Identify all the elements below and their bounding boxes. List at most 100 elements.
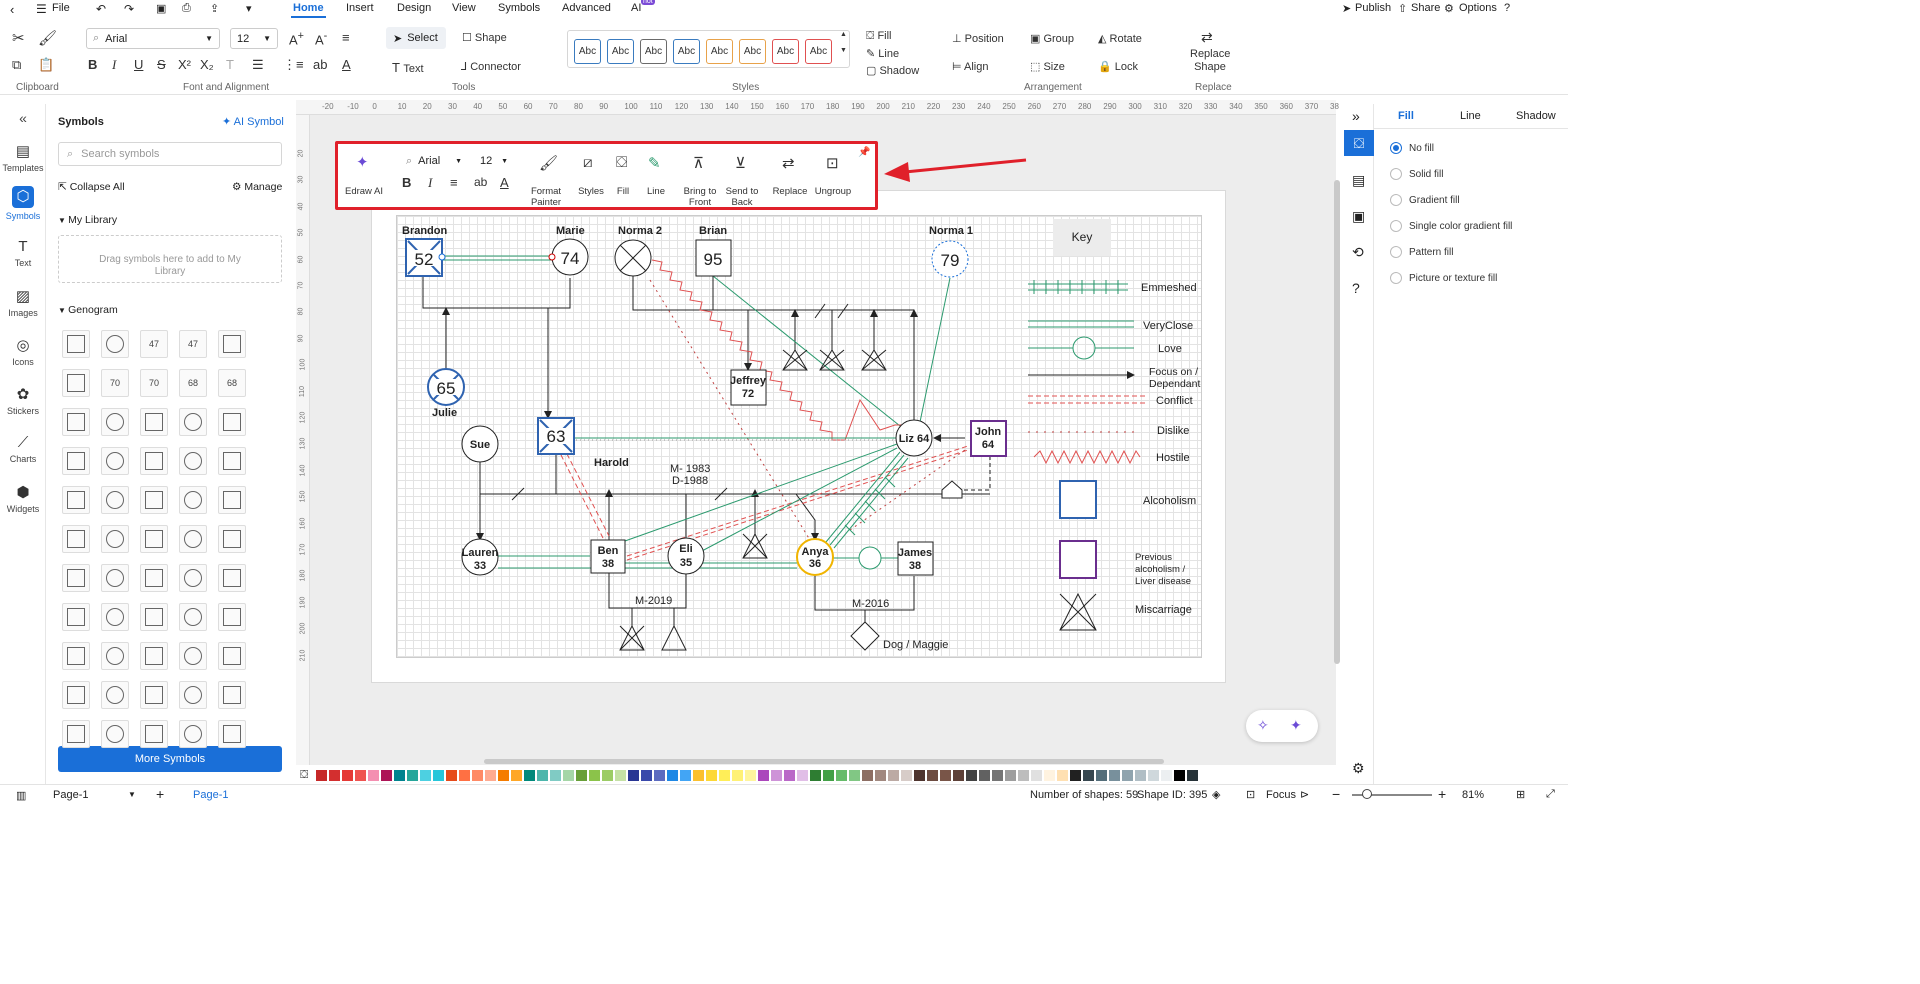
genogram-symbol[interactable] [179,486,207,514]
hamburger-icon[interactable]: ☰ [36,2,47,16]
genogram-symbol[interactable] [62,564,90,592]
tab-design[interactable]: Design [397,2,432,14]
group-button[interactable]: ▣ Group [1030,33,1075,45]
picture-fill-radio[interactable] [1390,272,1402,284]
color-swatch[interactable] [875,769,887,781]
color-swatch[interactable] [1174,769,1186,781]
collapse-icon[interactable]: « [19,110,27,126]
rail-icons[interactable]: ◎Icons [0,336,46,367]
color-swatch[interactable] [1057,769,1069,781]
tab-insert[interactable]: Insert [346,2,374,14]
fill-button[interactable]: ⛋ Fill [866,30,892,42]
genogram-symbol[interactable]: 47 [140,330,168,358]
strikethrough-icon[interactable]: S [157,57,166,72]
color-swatch[interactable] [888,769,900,781]
tab-home[interactable]: Home [291,2,326,18]
genogram-symbol[interactable]: 47 [179,330,207,358]
sparkle-icon[interactable]: ✦ [1290,717,1302,733]
tab-fill[interactable]: Fill [1398,110,1414,122]
color-swatch[interactable] [680,769,692,781]
style-preset-2[interactable]: Abc [607,39,634,64]
color-swatch[interactable] [901,769,913,781]
more-symbols-button[interactable]: More Symbols [58,746,282,772]
genogram-symbol[interactable] [179,642,207,670]
genogram-symbol[interactable] [62,369,90,397]
color-swatch[interactable] [355,769,367,781]
genogram-symbol[interactable] [218,330,246,358]
genogram-symbol[interactable] [62,681,90,709]
genogram-symbol[interactable] [62,525,90,553]
export-icon[interactable]: ⇪ [210,3,220,15]
color-swatch[interactable] [511,769,523,781]
color-swatch[interactable] [836,769,848,781]
genogram-symbol[interactable] [101,486,129,514]
genogram-symbol[interactable] [218,642,246,670]
color-swatch[interactable] [550,769,562,781]
style-preset-1[interactable]: Abc [574,39,601,64]
color-swatch[interactable] [667,769,679,781]
back-icon[interactable]: ‹ [10,2,15,17]
color-swatch[interactable] [693,769,705,781]
align-button[interactable]: ⊨ Align [952,61,989,73]
genogram-symbol[interactable] [140,681,168,709]
color-swatch[interactable] [407,769,419,781]
rail-images[interactable]: ▨Images [0,287,46,318]
genogram-symbol[interactable]: 68 [179,369,207,397]
color-swatch[interactable] [953,769,965,781]
replace-shape-button[interactable]: Replace Shape [1190,48,1231,73]
genogram-symbol[interactable] [218,720,246,748]
ungroup-button[interactable]: Ungroup [814,186,852,197]
save-icon[interactable]: ▣ [156,3,167,15]
genogram-symbol[interactable] [62,408,90,436]
color-swatch[interactable] [329,769,341,781]
tab-ai[interactable]: AI [631,2,642,14]
search-symbols-input[interactable]: ⌕Search symbols [58,142,282,166]
genogram-symbol[interactable] [101,408,129,436]
decrease-font-icon[interactable]: A- [315,30,328,48]
rotate-button[interactable]: ◭ Rotate [1098,33,1142,45]
tab-shadow[interactable]: Shadow [1516,110,1556,122]
color-swatch[interactable] [1018,769,1030,781]
color-swatch[interactable] [602,769,614,781]
focus-icon[interactable]: ⊡ [1246,789,1256,801]
paste-icon[interactable]: 📋 [38,57,55,72]
zoom-in-icon[interactable]: + [1438,786,1447,802]
genogram-symbol[interactable] [218,486,246,514]
genogram-symbol[interactable]: 70 [140,369,168,397]
zoom-slider[interactable] [1352,794,1432,796]
rail-widgets[interactable]: ⬢Widgets [0,483,46,514]
genogram-symbol[interactable] [101,525,129,553]
fill-panel-icon[interactable]: ⛋ [1344,130,1374,156]
styles-button[interactable]: Styles [578,186,604,197]
color-swatch[interactable] [940,769,952,781]
zoom-level[interactable]: 81% [1462,789,1485,801]
color-swatch[interactable] [1148,769,1160,781]
canvas-horizontal-scrollbar[interactable] [484,759,1164,764]
color-swatch[interactable] [589,769,601,781]
font-color-icon[interactable]: A [500,175,509,190]
genogram-symbol[interactable] [140,447,168,475]
genogram-symbol[interactable] [140,408,168,436]
tab-line[interactable]: Line [1460,110,1481,122]
genogram-symbol[interactable] [179,564,207,592]
color-swatch[interactable] [927,769,939,781]
share-icon[interactable]: ⇧ [1398,3,1408,15]
genogram-symbol[interactable] [179,681,207,709]
color-swatch[interactable] [381,769,393,781]
rail-stickers[interactable]: ✿Stickers [0,385,46,416]
connector-button[interactable]: ⅃ Connector [461,61,521,73]
edraw-ai-button[interactable]: Edraw AI [344,186,384,197]
brush-icon[interactable]: 🖌 [38,30,58,47]
shadow-button[interactable]: ▢ Shadow [866,65,920,77]
color-swatch[interactable] [784,769,796,781]
scroll-up-icon[interactable]: ▲ [840,31,847,38]
font-color-icon[interactable]: A [342,57,351,72]
color-swatch[interactable] [771,769,783,781]
manage-button[interactable]: ⚙ Manage [232,181,283,193]
genogram-symbol[interactable] [101,642,129,670]
align-icon[interactable]: ≡ [450,175,458,190]
color-swatch[interactable] [576,769,588,781]
fit-page-icon[interactable]: ⊞ [1516,789,1526,801]
solid-fill-radio[interactable] [1390,168,1402,180]
